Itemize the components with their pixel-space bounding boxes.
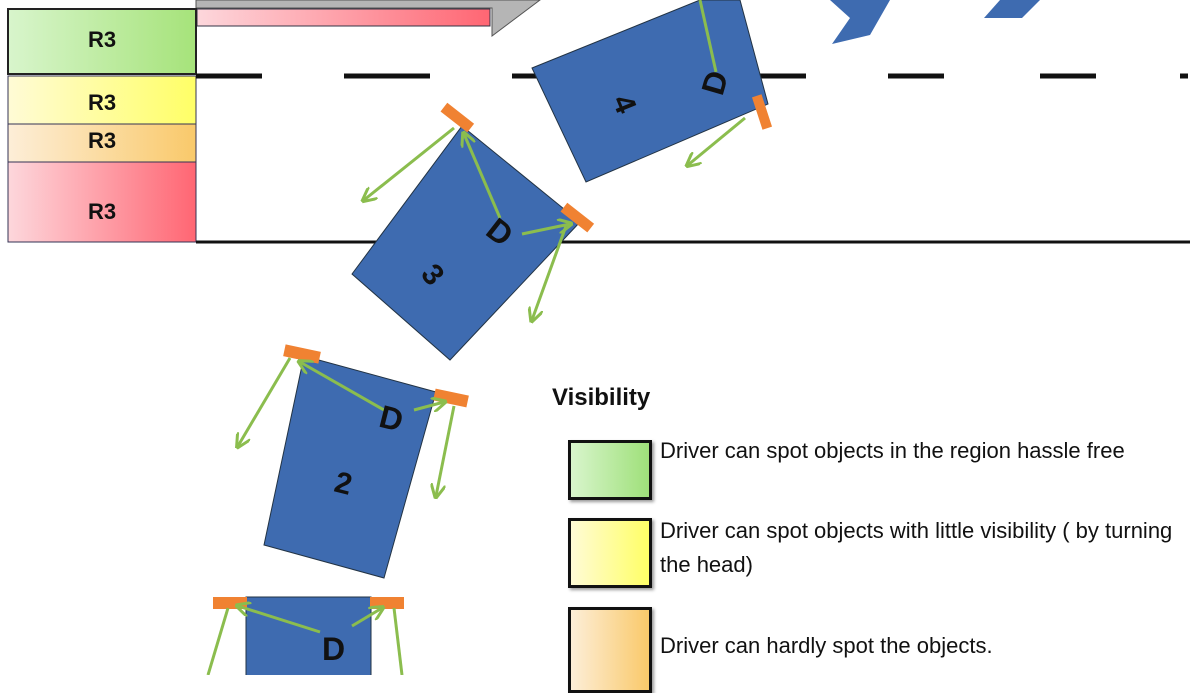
region-block-green (7, 8, 197, 75)
diagram-canvas: 4 D 3 D 2 D D (7, 0, 1190, 675)
vehicle-1 (206, 596, 404, 675)
legend-text-yellow: Driver can spot objects with little visi… (660, 518, 1173, 577)
legend-swatch-orange (568, 607, 652, 693)
vehicle-1-driver: D (322, 631, 345, 667)
legend-swatch-green (568, 440, 652, 500)
vehicle-3 (351, 102, 595, 361)
gray-arrow (195, 0, 541, 37)
vehicle-2 (238, 344, 469, 579)
vehicle-4 (531, 0, 773, 183)
region-label-red: R3 (87, 199, 117, 224)
vehicle-shape-far (830, 0, 890, 44)
region-block-yellow (7, 75, 197, 125)
legend-swatch-yellow (568, 518, 652, 588)
legend-text-orange: Driver can hardly spot the objects. (660, 633, 993, 658)
red-strip (196, 8, 491, 27)
legend-text-green: Driver can spot objects in the region ha… (660, 438, 1125, 463)
vehicle-shape-far (984, 0, 1040, 18)
region-block-red (7, 161, 197, 243)
region-label-yellow: R3 (87, 90, 117, 115)
region-label-green: R3 (87, 27, 117, 52)
region-label-orange: R3 (87, 128, 117, 153)
legend-title: Visibility (552, 384, 651, 411)
